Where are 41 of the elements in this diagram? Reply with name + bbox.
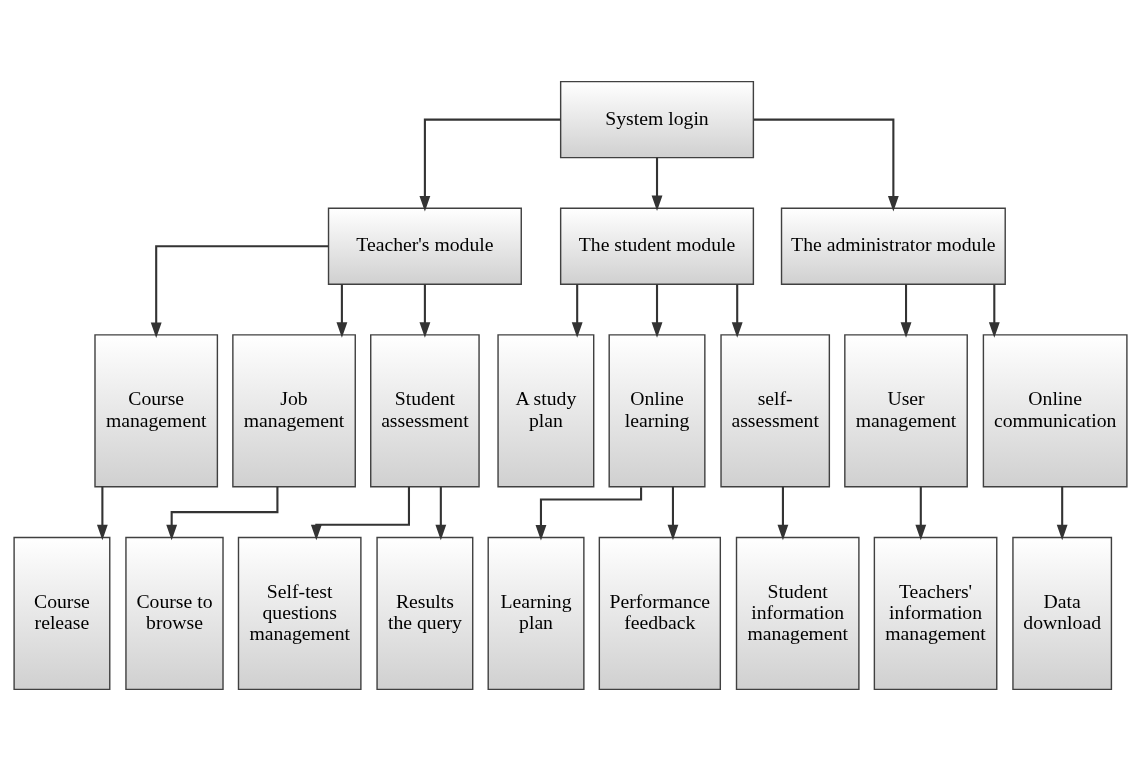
node-box: Course management	[94, 334, 219, 488]
arrow	[310, 486, 410, 541]
node-box: User management	[844, 334, 968, 488]
arrow	[419, 118, 561, 212]
node-box: Results the query	[376, 536, 474, 691]
arrow	[571, 284, 583, 338]
arrow	[535, 487, 643, 541]
node-box: System login	[559, 80, 755, 159]
node-box: A study plan	[497, 334, 595, 488]
arrow	[731, 284, 743, 338]
node-box: Online communication	[982, 334, 1128, 488]
node-box: Performance feedback	[598, 536, 722, 691]
arrow	[667, 486, 679, 541]
node-box: Course to browse	[125, 536, 224, 691]
node-box: Online learning	[608, 334, 706, 488]
node-box: Course release	[13, 536, 111, 691]
node-box: Job management	[232, 334, 356, 488]
node-box: Teachers' information management	[873, 536, 998, 691]
arrow	[96, 486, 108, 541]
arrow	[753, 118, 899, 212]
arrow	[915, 486, 927, 541]
arrow	[900, 284, 912, 338]
node-box: Learning plan	[487, 536, 585, 691]
node-box: The administrator module	[780, 207, 1006, 285]
node-box: Data download	[1012, 536, 1113, 691]
node-box: Teacher's module	[327, 207, 522, 285]
arrow	[988, 284, 1000, 338]
node-box: The student module	[559, 207, 755, 285]
node-box: Student assessment	[370, 334, 480, 488]
arrow	[651, 284, 663, 338]
arrow	[150, 245, 329, 338]
arrow	[336, 284, 348, 338]
node-box: self-assessment	[720, 334, 831, 488]
arrow	[435, 486, 447, 541]
arrow	[419, 284, 431, 338]
arrow	[777, 486, 789, 541]
node-box: Student information management	[735, 536, 860, 691]
arrow	[1056, 486, 1068, 541]
node-box: Self-test questions management	[237, 536, 362, 691]
arrow	[651, 157, 663, 212]
arrow	[166, 487, 279, 541]
